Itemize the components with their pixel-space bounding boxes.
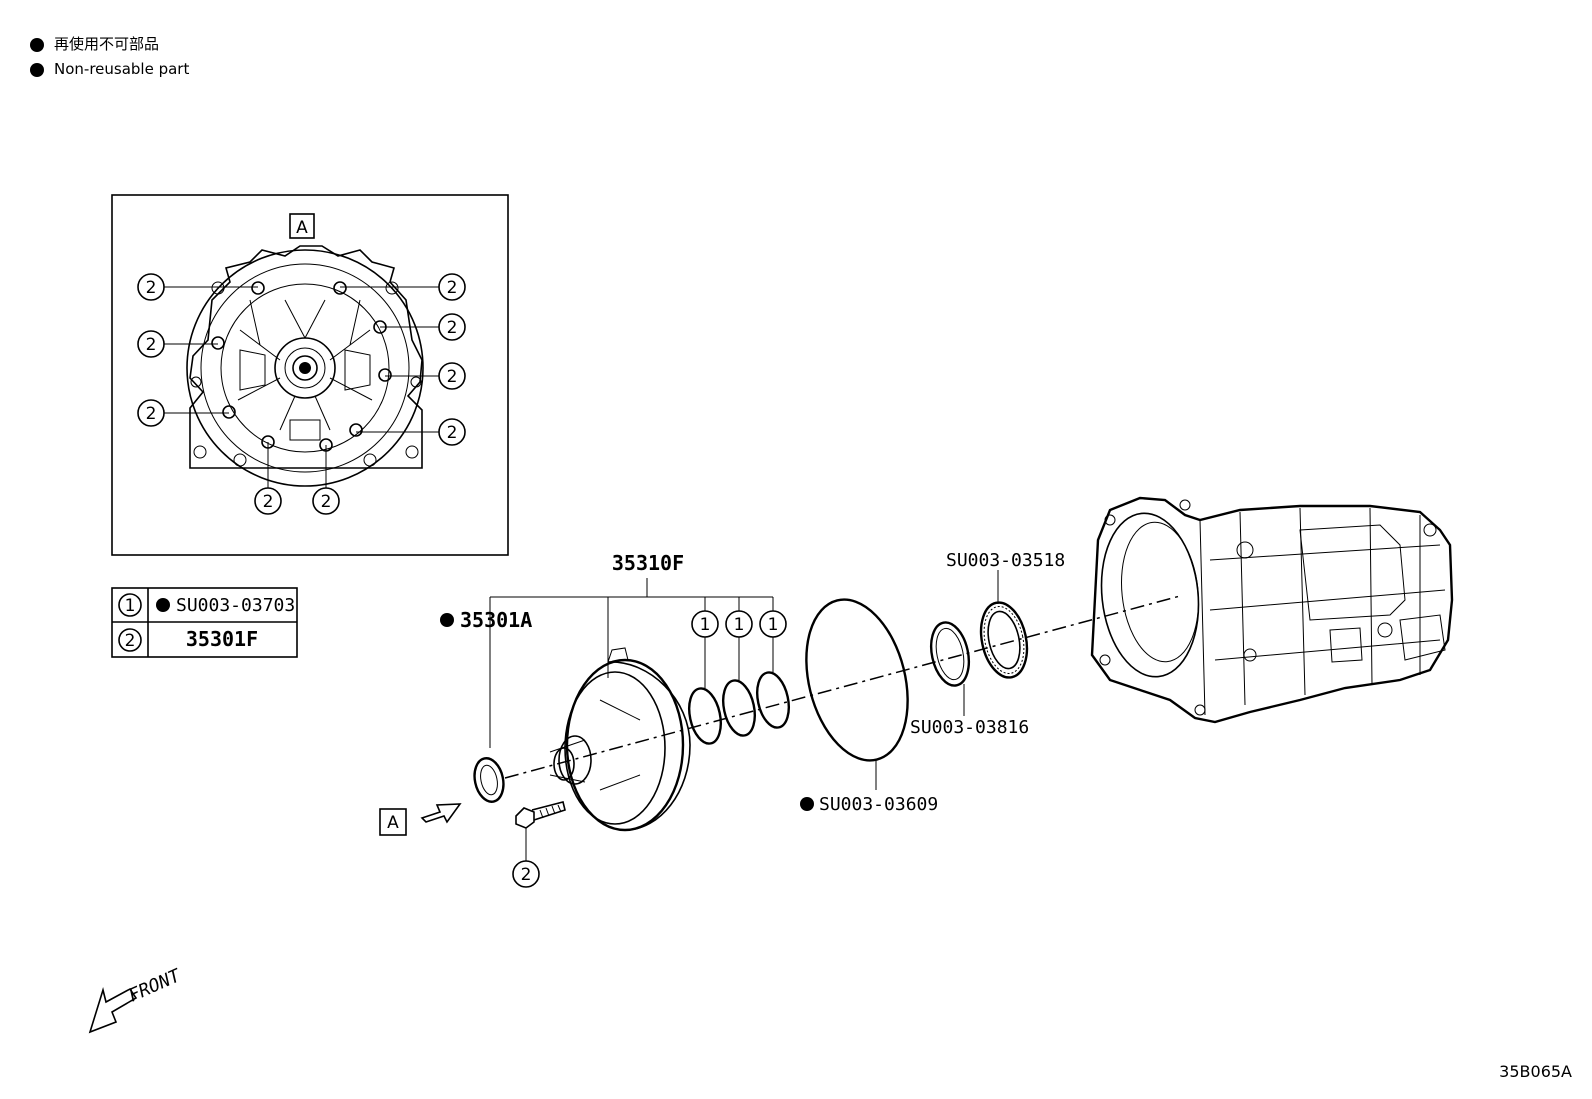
non-reusable-dot-icon bbox=[440, 613, 454, 627]
bolt-callout: 2 bbox=[438, 418, 466, 446]
svg-text:2: 2 bbox=[146, 404, 157, 424]
front-label: FRONT bbox=[125, 965, 184, 1007]
table-row: 2 35301F bbox=[118, 627, 258, 652]
svg-text:2: 2 bbox=[321, 492, 332, 512]
gasket-label: SU003-03609 bbox=[819, 794, 938, 815]
bolt-callout: 2 bbox=[254, 487, 282, 515]
non-reusable-dot-icon bbox=[30, 37, 44, 52]
inset-view-tag: A bbox=[296, 218, 308, 238]
bolt-callout: 2 bbox=[137, 399, 165, 427]
gasket-su003-03609: SU003-03609 bbox=[800, 598, 938, 815]
seal-rings: 1 1 1 bbox=[688, 610, 790, 745]
non-reusable-dot-icon bbox=[30, 62, 44, 77]
inset-view-a: A 2 bbox=[111, 194, 509, 556]
bolt-callout: 2 bbox=[438, 362, 466, 390]
figure-code: 35B065A bbox=[1499, 1062, 1572, 1081]
pump-bolt: 2 bbox=[512, 801, 566, 888]
inset-bolt-callouts: 2 2 2 2 2 2 2 2 2 bbox=[137, 273, 466, 515]
ring-callout: 1 bbox=[725, 610, 753, 638]
table-row: 1 SU003-03703 bbox=[118, 593, 295, 617]
non-reusable-dot-icon bbox=[800, 797, 814, 811]
pump-rear-view bbox=[186, 245, 424, 487]
svg-text:2: 2 bbox=[447, 423, 458, 443]
table-key: 1 bbox=[125, 596, 136, 616]
race-label: SU003-03816 bbox=[910, 717, 1029, 738]
svg-text:1: 1 bbox=[700, 615, 711, 635]
oil-seal-35301a: 35301A bbox=[440, 608, 532, 803]
svg-text:2: 2 bbox=[263, 492, 274, 512]
pump-assy-label: 35310F bbox=[612, 551, 684, 575]
view-a-indicator: A bbox=[379, 803, 462, 836]
table-part: 35301F bbox=[186, 627, 258, 651]
assembly-axis bbox=[504, 595, 1181, 779]
legend-en: Non-reusable part bbox=[54, 60, 190, 78]
svg-text:2: 2 bbox=[146, 335, 157, 355]
svg-text:2: 2 bbox=[447, 278, 458, 298]
bolt-callout: 2 bbox=[137, 273, 165, 301]
non-reusable-dot-icon bbox=[156, 598, 170, 612]
view-a-tag: A bbox=[387, 813, 399, 833]
table-key: 2 bbox=[125, 631, 136, 651]
bolt-callout: 2 bbox=[438, 313, 466, 341]
bearing-label: SU003-03518 bbox=[946, 550, 1065, 571]
front-indicator: FRONT bbox=[88, 965, 185, 1034]
svg-text:1: 1 bbox=[768, 615, 779, 635]
reference-table: 1 SU003-03703 2 35301F bbox=[111, 587, 298, 658]
oil-pump-body bbox=[549, 647, 691, 832]
table-part: SU003-03703 bbox=[176, 595, 295, 616]
svg-text:2: 2 bbox=[447, 318, 458, 338]
svg-text:1: 1 bbox=[734, 615, 745, 635]
ring-callout: 1 bbox=[759, 610, 787, 638]
svg-text:2: 2 bbox=[447, 367, 458, 387]
front-arrow-icon bbox=[88, 987, 138, 1034]
ring-callout: 1 bbox=[691, 610, 719, 638]
bolt-callout: 2 bbox=[312, 487, 340, 515]
legend-jp: 再使用不可部品 bbox=[54, 35, 160, 53]
legend: 再使用不可部品 Non-reusable part bbox=[30, 32, 189, 82]
oil-seal-label: 35301A bbox=[460, 608, 532, 632]
race-su003-03816: SU003-03816 bbox=[910, 621, 1029, 738]
bolt-callout: 2 bbox=[137, 330, 165, 358]
bolt-callout-num: 2 bbox=[521, 865, 532, 885]
pump-assy-bracket: 35310F bbox=[489, 551, 774, 748]
bearing-su003-03518: SU003-03518 bbox=[946, 550, 1065, 679]
transmission-case bbox=[1090, 496, 1454, 724]
bolt-callout: 2 bbox=[438, 273, 466, 301]
svg-text:2: 2 bbox=[146, 278, 157, 298]
